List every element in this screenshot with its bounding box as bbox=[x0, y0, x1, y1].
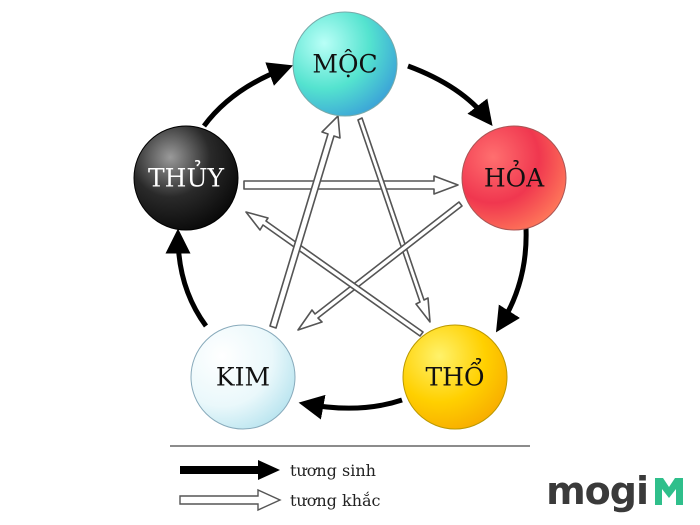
label-thuy: THỦY bbox=[148, 161, 225, 193]
arrow-moc-to-tho bbox=[357, 117, 431, 323]
brand-logo: mogi bbox=[546, 469, 686, 513]
brand-name: mogi bbox=[546, 469, 649, 513]
legend-generating-label: tương sinh bbox=[290, 461, 376, 480]
arc-moc-to-hoa bbox=[407, 63, 493, 126]
arc-kim-to-thuy bbox=[165, 228, 209, 328]
generating-cycle bbox=[165, 62, 529, 420]
arrow-thuy-to-hoa bbox=[243, 175, 459, 195]
arrow-tho-to-thuy bbox=[245, 211, 424, 337]
arrow-kim-to-moc bbox=[269, 115, 341, 329]
arc-hoa-to-tho bbox=[495, 227, 529, 333]
legend-generating-arrow-icon bbox=[180, 460, 280, 480]
overcoming-star bbox=[243, 115, 463, 337]
label-moc: MỘC bbox=[312, 50, 377, 79]
arrow-hoa-to-kim bbox=[297, 201, 463, 331]
legend-overcoming-arrow-icon bbox=[179, 488, 282, 512]
label-tho: THỔ bbox=[426, 358, 485, 392]
brand-mark-icon bbox=[655, 478, 683, 505]
arc-tho-to-kim bbox=[298, 394, 403, 420]
arc-thuy-to-moc bbox=[201, 62, 294, 128]
node-thuy: THỦY bbox=[133, 125, 239, 231]
legend: tương sinh tương khắc bbox=[179, 460, 381, 512]
node-moc: MỘC bbox=[292, 11, 398, 117]
node-hoa: HỎA bbox=[461, 125, 567, 231]
label-hoa: HỎA bbox=[484, 161, 545, 193]
node-kim: KIM bbox=[190, 324, 296, 430]
label-kim: KIM bbox=[216, 363, 270, 392]
node-tho: THỔ bbox=[402, 324, 508, 430]
legend-overcoming-label: tương khắc bbox=[290, 491, 381, 510]
